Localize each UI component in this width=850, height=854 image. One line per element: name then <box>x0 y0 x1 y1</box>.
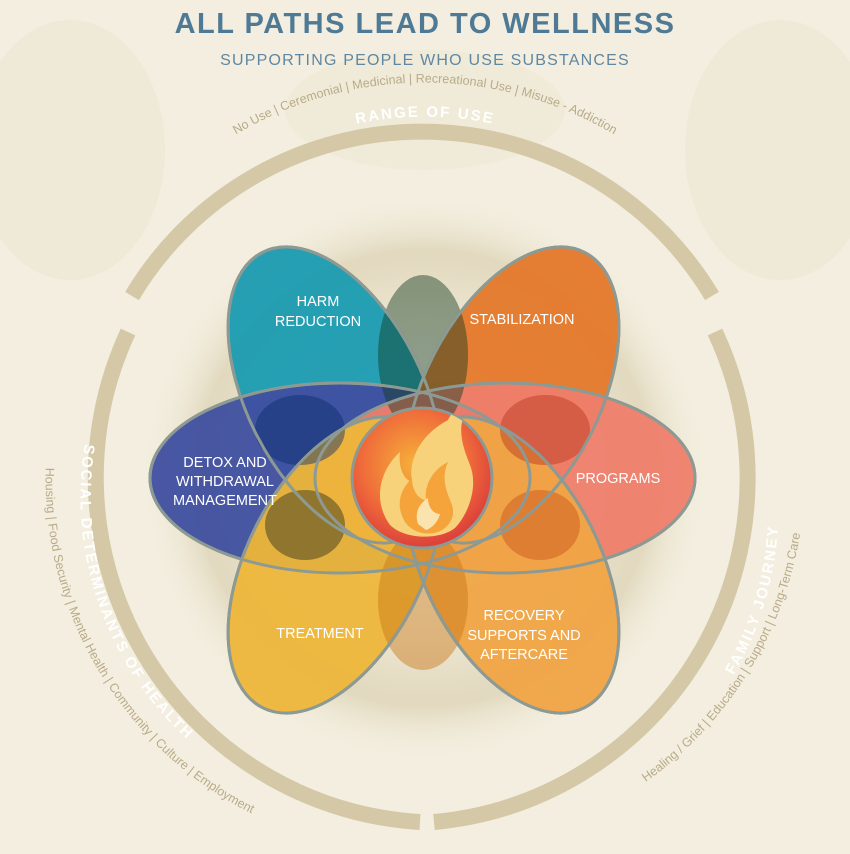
outer-ring <box>87 123 756 830</box>
label-recovery-1: RECOVERY <box>483 608 564 624</box>
label-stabilization: STABILIZATION <box>469 312 574 328</box>
page-title-overlay: ALL PATHS LEAD TO WELLNESS <box>174 8 676 40</box>
label-treatment: TREATMENT <box>276 626 364 642</box>
label-detox-1: DETOX AND <box>183 455 267 471</box>
label-programs: PROGRAMS <box>576 471 661 487</box>
label-recovery-2: SUPPORTS AND <box>467 628 580 644</box>
petal-overlaps <box>255 275 590 670</box>
petal-labels: HARM REDUCTION STABILIZATION DETOX AND W… <box>173 294 660 663</box>
label-harm-reduction-1: HARM <box>297 294 340 310</box>
label-detox-2: WITHDRAWAL <box>176 474 274 490</box>
label-recovery-3: AFTERCARE <box>480 647 568 663</box>
ring-segment-right <box>433 328 756 830</box>
label-harm-reduction-2: REDUCTION <box>275 314 361 330</box>
page-subtitle-overlay: SUPPORTING PEOPLE WHO USE SUBSTANCES <box>220 52 630 69</box>
label-detox-3: MANAGEMENT <box>173 493 277 509</box>
flame-icon <box>350 406 494 550</box>
ring-segment-left <box>87 328 421 830</box>
ring-segment-top <box>125 123 719 301</box>
